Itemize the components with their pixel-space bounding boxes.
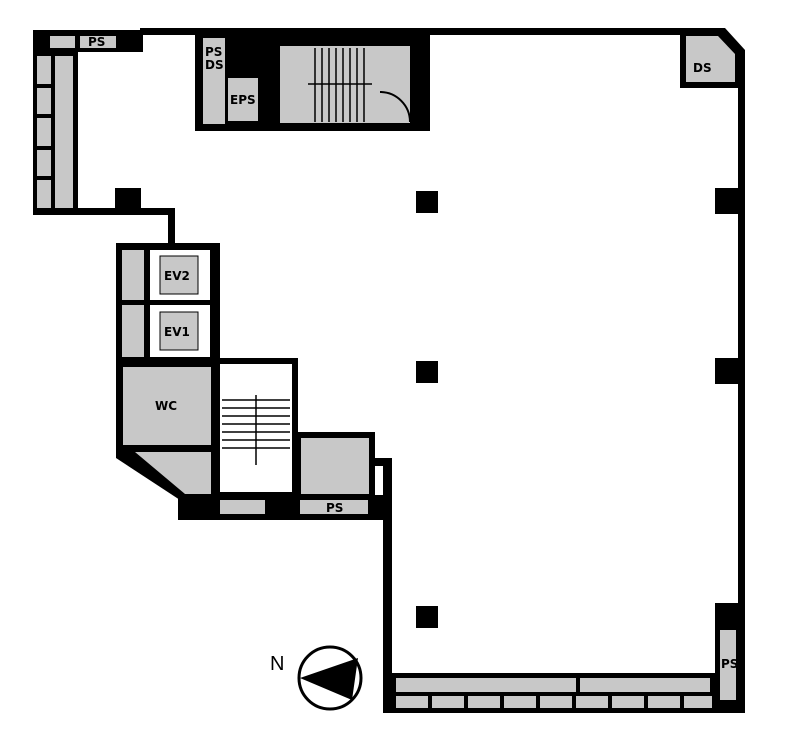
- ps-ds-room: [203, 38, 225, 124]
- room-label-wc: WC: [155, 399, 177, 413]
- column: [115, 188, 141, 215]
- room-label-ev1: EV1: [164, 325, 190, 339]
- ds-corner-room: [686, 36, 735, 82]
- stairwell-2: [214, 358, 298, 498]
- north-wall: [140, 28, 725, 35]
- wc-room: [123, 367, 211, 445]
- room-label-ps-bottom: PS: [326, 501, 343, 515]
- ev1-car: [159, 311, 199, 351]
- room-label-eps: EPS: [230, 93, 256, 107]
- room-label-ps-right: PS: [721, 657, 738, 671]
- top-core: [195, 30, 430, 131]
- room-label-ds-core: DS: [205, 58, 224, 72]
- wc-block: [116, 360, 218, 500]
- ps-right-room: [720, 630, 736, 700]
- north-arrow-icon: [300, 658, 358, 700]
- eps-room: [228, 78, 258, 121]
- room-label-ev2: EV2: [164, 269, 190, 283]
- compass-north-label: N: [270, 653, 284, 675]
- stairs: [308, 48, 372, 122]
- room-label-ps-core: PS: [205, 45, 222, 59]
- storage-room: [301, 438, 369, 494]
- top-left-wing: [33, 30, 175, 248]
- east-wall: [738, 85, 745, 712]
- ps-top-left-room: [80, 36, 116, 48]
- west-wall: [383, 460, 392, 712]
- ev2-car: [159, 255, 199, 295]
- room-label-ps: PS: [88, 35, 105, 49]
- door-swing: [379, 91, 411, 123]
- columns: [416, 188, 740, 629]
- ps-bottom-room: [300, 500, 368, 514]
- room-label-ds-corner: DS: [693, 61, 712, 75]
- north-compass: [297, 645, 363, 711]
- elevator-core: [116, 243, 220, 363]
- south-storage: [396, 678, 712, 708]
